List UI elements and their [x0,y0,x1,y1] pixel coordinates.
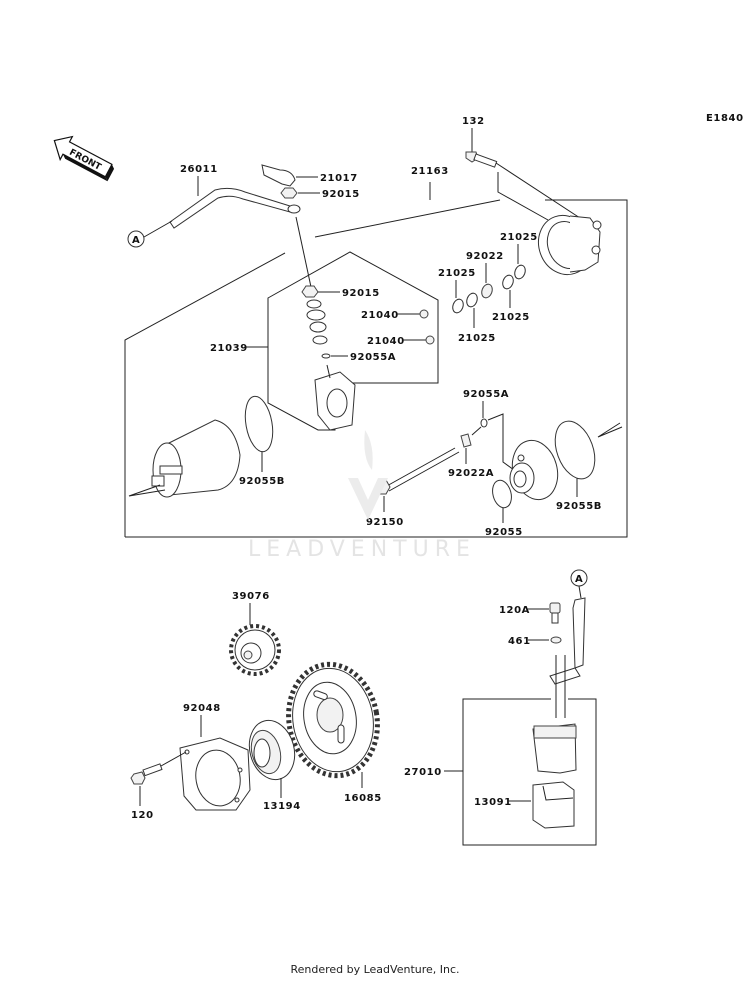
part-label: 92055A [350,352,396,363]
part-label: 92055A [463,389,509,400]
part-21040-a[interactable]: 21040 [361,309,429,321]
part-13194[interactable]: 13194 [243,715,301,812]
part-27010[interactable]: 27010 [404,698,597,846]
part-label: 26011 [180,164,218,175]
footer-credit: Rendered by LeadVenture, Inc. [290,963,460,976]
part-label: 13194 [263,801,301,812]
part-label: 92055 [485,527,523,538]
front-housing [509,439,559,501]
svg-text:A: A [132,235,140,246]
part-label: 27010 [404,767,442,778]
starter-motor-frame [124,182,628,538]
part-label: 21025 [458,333,496,344]
part-92015-top[interactable]: 92015 [280,187,360,200]
part-21017[interactable]: 21017 [261,164,358,187]
end-cover [538,214,602,276]
part-21025-b[interactable]: 21025 [438,268,476,314]
part-label: 132 [462,116,485,127]
part-120a[interactable]: 120A [499,602,561,624]
starter-yoke [151,419,241,498]
part-120[interactable]: 120 [130,751,187,821]
part-label: 92015 [342,288,380,299]
part-label: 21025 [492,312,530,323]
part-label: 92015 [322,189,360,200]
front-arrow-icon: FRONT [53,135,115,182]
watermark-text: LEADVENTURE [248,537,476,562]
part-label: 21025 [438,268,476,279]
connector-a-top[interactable]: A [127,220,173,248]
diagram-code: E1840 [706,113,744,124]
part-92055a-shaft[interactable]: 92055A [463,389,509,436]
part-label: 120A [499,605,530,616]
part-92022a[interactable]: 92022A [448,433,494,479]
part-label: 21040 [361,310,399,321]
part-label: 21025 [500,232,538,243]
part-label: 21040 [367,336,405,347]
watermark: LEADVENTURE [248,430,476,562]
insulator-washers [306,299,328,345]
part-label: 13091 [474,797,512,808]
part-label: 39076 [232,591,270,602]
part-92055a-brush[interactable]: 92055A [321,352,396,363]
part-label: 92022A [448,468,494,479]
part-92022[interactable]: 92022 [466,251,504,299]
connector-a-bottom[interactable]: A [570,569,588,599]
part-label: 92055B [239,476,285,487]
part-21039-label[interactable]: 21039 [210,343,248,354]
part-label: 21017 [320,173,358,184]
svg-text:A: A [575,574,583,585]
part-16085[interactable]: 16085 [280,657,386,804]
part-13091[interactable]: 13091 [474,781,575,829]
part-132[interactable]: 132 [462,116,581,221]
part-92048[interactable]: 92048 [179,703,251,811]
part-21025-d[interactable]: 21025 [458,292,496,344]
part-21040-b[interactable]: 21040 [367,335,435,347]
part-21025-c[interactable]: 21025 [492,274,530,323]
part-39076[interactable]: 39076 [229,591,281,676]
part-26011[interactable]: 26011 [169,164,301,229]
part-92055[interactable]: 92055 [485,478,523,538]
part-label: 92048 [183,703,221,714]
part-label: 16085 [344,793,382,804]
part-92015-brush[interactable]: 92015 [301,285,380,299]
part-21163-label[interactable]: 21163 [411,166,449,177]
part-label: 92055B [556,501,602,512]
part-92055b-right[interactable]: 92055B [548,416,602,512]
part-92055b-left[interactable]: 92055B [239,394,285,487]
part-21025-a[interactable]: 21025 [500,232,538,280]
brush-plate [314,364,356,431]
part-label: 92150 [366,517,404,528]
part-label: 461 [508,636,531,647]
part-461[interactable]: 461 [508,636,562,647]
part-label: 92022 [466,251,504,262]
part-label: 120 [131,810,154,821]
